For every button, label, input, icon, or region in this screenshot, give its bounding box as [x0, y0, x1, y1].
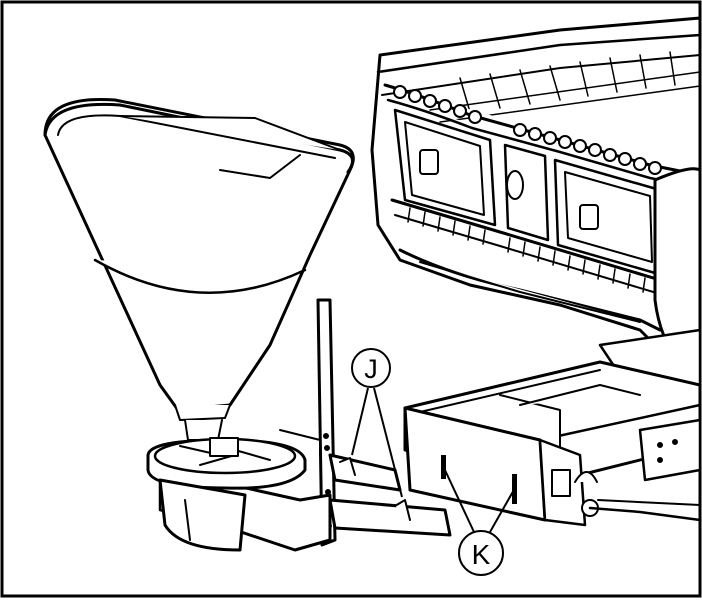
callout-j-circle — [351, 348, 391, 388]
receiver-mount — [403, 328, 702, 527]
spreader-hopper — [43, 97, 355, 441]
spreader-frame — [146, 298, 452, 552]
callout-j-label: J — [364, 354, 378, 384]
truck-bed — [370, 16, 702, 364]
callout-j: J — [351, 348, 403, 498]
callout-k-circle — [458, 530, 504, 576]
callout-k: K — [443, 467, 516, 576]
callout-j-leader-2 — [373, 387, 403, 498]
callout-k-label: K — [472, 539, 491, 570]
callout-j-leader-1 — [351, 387, 369, 456]
callout-k-leader-1 — [443, 467, 475, 533]
callout-k-leader-2 — [489, 487, 516, 533]
